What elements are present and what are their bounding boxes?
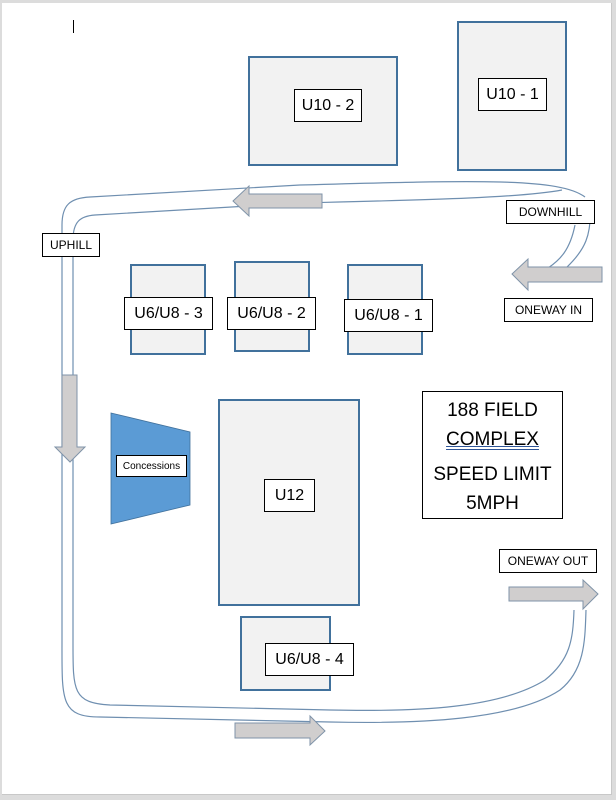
road-inner-edge — [72, 189, 576, 712]
arrow-oneway-in — [511, 257, 603, 292]
field-label-u6u8-3: U6/U8 - 3 — [124, 297, 213, 330]
concessions-label: Concessions — [116, 455, 187, 477]
sign-line-4: 5MPH — [466, 493, 519, 514]
road-outer-edge — [61, 180, 587, 724]
field-label-u6u8-4: U6/U8 - 4 — [265, 643, 354, 676]
arrow-down-left — [53, 374, 87, 463]
field-label-u10-2: U10 - 2 — [294, 89, 362, 122]
field-label-u10-1: U10 - 1 — [478, 78, 547, 111]
arrow-left-top — [232, 184, 323, 218]
sign-line-3: SPEED LIMIT — [433, 464, 552, 485]
text-cursor — [73, 20, 74, 33]
oneway-out-label: ONEWAY OUT — [499, 549, 597, 573]
arrow-oneway-out — [508, 578, 599, 611]
field-label-u6u8-1: U6/U8 - 1 — [344, 299, 433, 332]
arrow-right-bottom — [234, 714, 326, 747]
sign-line-2: COMPLEX — [446, 429, 539, 450]
sign-line-1: 188 FIELD — [447, 400, 538, 421]
speed-limit-sign: 188 FIELD COMPLEX SPEED LIMIT 5MPH — [422, 391, 563, 519]
field-label-u6u8-2: U6/U8 - 2 — [227, 297, 316, 330]
oneway-in-label: ONEWAY IN — [504, 298, 593, 322]
downhill-label: DOWNHILL — [506, 200, 595, 224]
field-label-u12: U12 — [264, 479, 315, 512]
uphill-label: UPHILL — [42, 233, 100, 257]
